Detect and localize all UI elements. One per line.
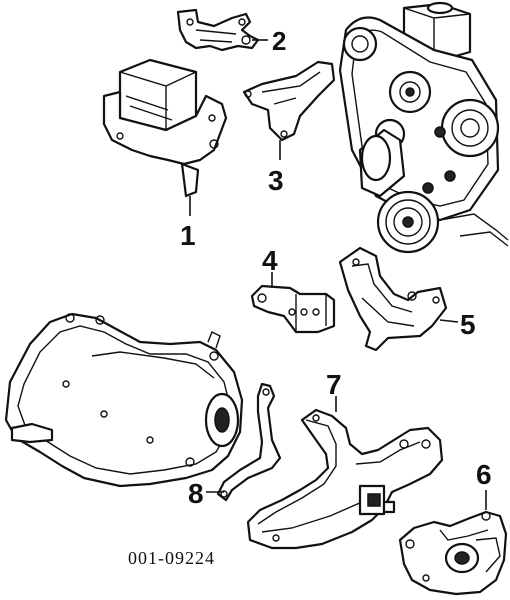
callout-6: 6 (476, 459, 492, 490)
reference-code: 001-09224 (128, 548, 215, 568)
callout-3: 3 (268, 165, 284, 196)
part-5-bracket (338, 246, 448, 352)
leader-5 (439, 319, 459, 323)
part-3-bracket (242, 60, 336, 142)
part-8-link-rod (216, 382, 282, 502)
callout-8: 8 (188, 478, 204, 509)
callout-7: 7 (326, 369, 342, 400)
engine-pulley-assembly (338, 1, 509, 254)
part-4-mount-bracket (250, 284, 336, 334)
callout-4: 4 (262, 245, 278, 276)
callout-2: 2 (272, 26, 286, 56)
part-1-engine-mount (102, 58, 228, 198)
transaxle-housing (4, 312, 244, 488)
callout-5: 5 (460, 309, 476, 340)
part-6-mount (398, 510, 508, 596)
part-7-crossmember (246, 408, 444, 550)
part-2-bracket (176, 8, 260, 52)
callout-1: 1 (180, 220, 196, 251)
